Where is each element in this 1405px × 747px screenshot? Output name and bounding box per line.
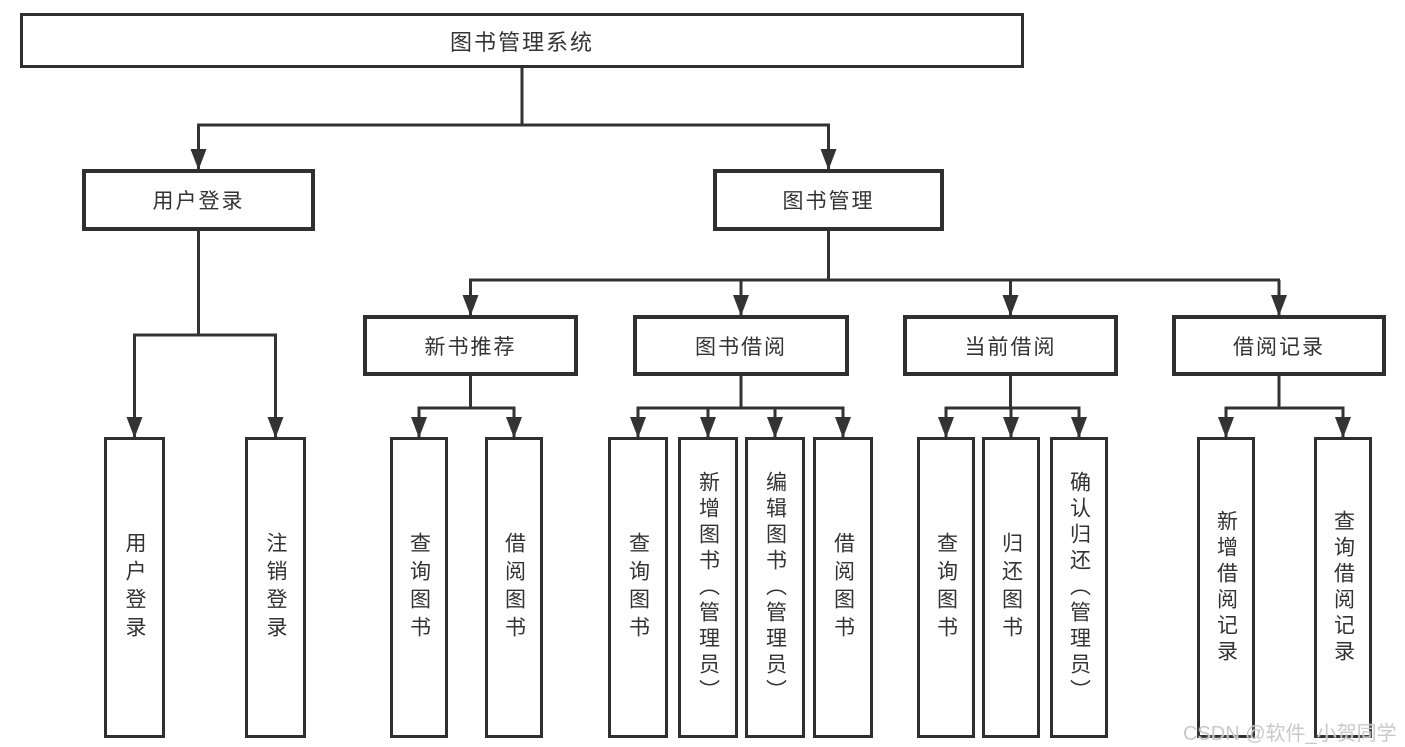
node-root-library-system: 图书管理系统 xyxy=(20,13,1024,68)
node-book-borrow: 图书借阅 xyxy=(633,315,849,376)
leaf-edit-book-admin: 编辑图书（管理员） xyxy=(745,437,805,738)
leaf-query-borrow-record: 查询借阅记录 xyxy=(1314,437,1372,738)
csdn-watermark: CSDN @软件_小贺同学 xyxy=(1183,723,1397,745)
book-mgmt-branch xyxy=(462,231,1287,316)
node-new-book-recommend: 新书推荐 xyxy=(363,315,578,376)
current-borrow-branch xyxy=(938,376,1087,438)
node-user-login: 用户登录 xyxy=(82,169,315,231)
book-borrow-branch xyxy=(630,376,851,438)
node-current-borrow: 当前借阅 xyxy=(903,315,1118,376)
leaf-add-book-admin: 新增图书（管理员） xyxy=(678,437,738,738)
leaf-query-books-current: 查询图书 xyxy=(917,437,975,738)
node-book-management: 图书管理 xyxy=(713,169,944,231)
user-login-branch xyxy=(126,231,284,438)
root-branch xyxy=(190,68,837,170)
node-borrow-records: 借阅记录 xyxy=(1172,315,1386,376)
leaf-query-books-borrow: 查询图书 xyxy=(608,437,668,738)
leaf-add-borrow-record: 新增借阅记录 xyxy=(1197,437,1255,738)
new-book-branch xyxy=(411,376,522,438)
leaf-borrow-books-recommend: 借阅图书 xyxy=(485,437,543,738)
borrow-record-branch xyxy=(1218,376,1351,438)
leaf-confirm-return-admin: 确认归还（管理员） xyxy=(1050,437,1108,738)
leaf-user-login: 用户登录 xyxy=(104,437,165,738)
leaf-logout: 注销登录 xyxy=(245,437,306,738)
leaf-query-books-recommend: 查询图书 xyxy=(390,437,448,738)
leaf-borrow-books: 借阅图书 xyxy=(813,437,873,738)
leaf-return-books: 归还图书 xyxy=(982,437,1040,738)
